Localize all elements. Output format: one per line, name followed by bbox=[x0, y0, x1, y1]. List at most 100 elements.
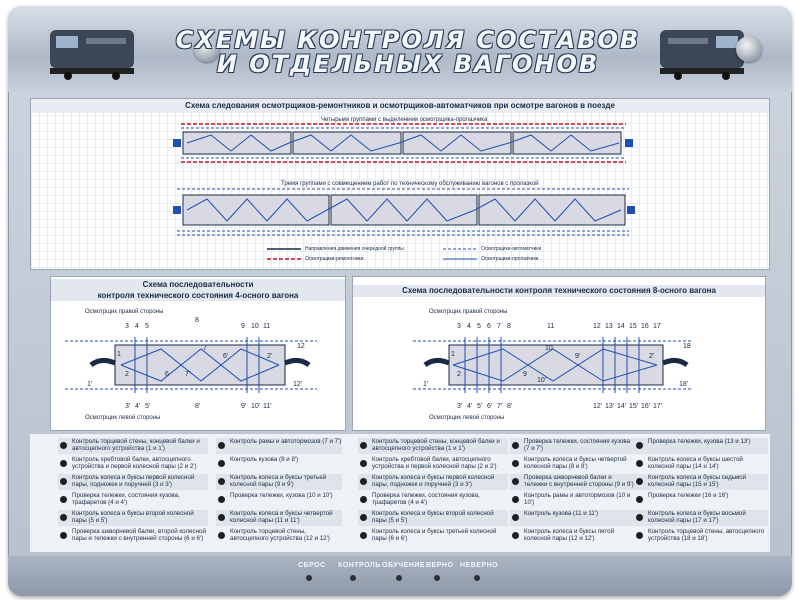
legend-item: Проверка тележки, состояния кузова (7 и … bbox=[510, 438, 634, 454]
legend-item: Контроль колеса и буксы восьмой колесной… bbox=[634, 510, 768, 526]
legend-item: Проверка шкворневой балки, второй колесн… bbox=[58, 528, 208, 544]
eight-axle-num-15: 15 bbox=[629, 323, 637, 330]
bullet-icon bbox=[60, 478, 67, 485]
legend-repair-text: Осмотрщики-ремонтники bbox=[305, 256, 364, 262]
eight-axle-num-2p: 2' bbox=[649, 353, 655, 360]
bullet-icon bbox=[60, 514, 67, 521]
eight-axle-wagon-panel: Схема последовательности контроля технич… bbox=[352, 276, 766, 431]
bullet-icon bbox=[60, 496, 67, 503]
bullet-icon bbox=[636, 478, 643, 485]
eight-axle-num-4: 4 bbox=[467, 323, 471, 330]
bullet-icon bbox=[512, 442, 519, 449]
training-button[interactable]: ОБУЧЕНИЕ bbox=[382, 562, 425, 569]
legend-item: Проверка тележки, кузова (10 и 10') bbox=[216, 492, 342, 508]
bullet-icon bbox=[218, 514, 225, 521]
eight-axle-right-side-label: Осмотрщик правой стороны bbox=[429, 309, 508, 315]
legend-item: Контроль рамы и автотормозов (10 и 10') bbox=[510, 492, 634, 508]
eight-axle-num-1: 1 bbox=[451, 351, 455, 358]
correct-button[interactable]: ВЕРНО bbox=[426, 562, 454, 569]
bullet-icon bbox=[218, 478, 225, 485]
eight-axle-num-7p: 7' bbox=[497, 403, 503, 410]
legend-automation-text: Осмотрщики-автоматчики bbox=[481, 246, 542, 252]
locomotive-right-image bbox=[660, 30, 744, 80]
incorrect-indicator-icon bbox=[474, 575, 480, 581]
bullet-icon bbox=[218, 532, 225, 539]
eight-axle-diagram bbox=[413, 337, 693, 393]
four-axle-num-10: 10 bbox=[251, 323, 259, 330]
bullet-icon bbox=[360, 478, 367, 485]
legend-item: Контроль торцевой стены, автосцепного ус… bbox=[216, 528, 342, 544]
four-axle-num-5: 5 bbox=[145, 323, 149, 330]
eight-axle-num-17p: 17' bbox=[653, 403, 663, 410]
eight-axle-num-3: 3 bbox=[457, 323, 461, 330]
bullet-icon bbox=[218, 442, 225, 449]
bullet-icon bbox=[512, 532, 519, 539]
legend-item: Контроль хребтовой балки, автосцепного у… bbox=[358, 456, 508, 472]
bullet-icon bbox=[636, 460, 643, 467]
legend-item: Контроль колеса и буксы третьей колесной… bbox=[358, 528, 508, 544]
legend-item: Контроль кузова (11 и 11') bbox=[510, 510, 634, 526]
legend-item: Контроль колеса и буксы второй колесной … bbox=[58, 510, 208, 526]
eight-axle-num-7: 7 bbox=[497, 323, 501, 330]
header: СХЕМЫ КОНТРОЛЯ СОСТАВОВ И ОТДЕЛЬНЫХ ВАГО… bbox=[8, 6, 792, 92]
bullet-icon bbox=[512, 496, 519, 503]
locomotive-left-image bbox=[50, 30, 134, 80]
eight-axle-num-16: 16 bbox=[641, 323, 649, 330]
four-axle-num-9p: 9' bbox=[241, 403, 247, 410]
four-car-train bbox=[173, 123, 633, 163]
four-axle-num-1p: 1' bbox=[87, 381, 93, 388]
eight-axle-num-13: 13 bbox=[605, 323, 613, 330]
correct-indicator-icon bbox=[434, 575, 440, 581]
four-axle-num-8p: 8' bbox=[195, 403, 201, 410]
eight-axle-num-12: 12 bbox=[593, 323, 601, 330]
eight-axle-num-5: 5 bbox=[477, 323, 481, 330]
four-axle-num-11: 11 bbox=[263, 323, 271, 330]
bullet-icon bbox=[512, 478, 519, 485]
bullet-icon bbox=[360, 442, 367, 449]
legend-item: Контроль торцевой стены, автосцепного ус… bbox=[634, 528, 768, 544]
eight-axle-num-3p: 3' bbox=[457, 403, 463, 410]
bullet-icon bbox=[636, 514, 643, 521]
control-button[interactable]: КОНТРОЛЬ bbox=[338, 562, 381, 569]
training-indicator-icon bbox=[396, 575, 402, 581]
four-axle-num-10p: 10' bbox=[251, 403, 261, 410]
legend-item: Контроль рамы и автотормозов (7 и 7') bbox=[216, 438, 342, 454]
legend-item: Контроль колеса и буксы седьмой колесной… bbox=[634, 474, 768, 490]
four-axle-num-1: 1 bbox=[117, 351, 121, 358]
legend-item: Контроль колеса и буксы третьей колесной… bbox=[216, 474, 342, 490]
four-axle-num-11p: 11' bbox=[263, 403, 272, 410]
eight-axle-left-side-label: Осмотрщик левой стороны bbox=[429, 415, 505, 421]
four-axle-num-3: 3 bbox=[125, 323, 129, 330]
train-scheme-title: Схема следования осмотрщиков-ремонтников… bbox=[31, 99, 769, 113]
legend-item: Контроль колеса и буксы пятой колесной п… bbox=[510, 528, 634, 544]
four-axle-num-4p: 4' bbox=[135, 403, 141, 410]
four-axle-num-5p: 5' bbox=[145, 403, 151, 410]
eight-axle-num-6p: 6' bbox=[487, 403, 493, 410]
legend-item: Проверка шкворневой балки и тележки с вн… bbox=[510, 474, 634, 490]
legend-item: Контроль колеса и буксы первой колесной … bbox=[58, 474, 208, 490]
bullet-icon bbox=[218, 460, 225, 467]
four-axle-title-line-2: контроля технического состояния 4-осного… bbox=[97, 291, 299, 300]
eight-axle-num-9: 9 bbox=[523, 371, 527, 378]
reset-button[interactable]: СБРОС bbox=[298, 562, 326, 569]
four-axle-diagram bbox=[65, 337, 317, 393]
incorrect-button[interactable]: НЕВЕРНО bbox=[460, 562, 499, 569]
four-axle-num-12p: 12' bbox=[293, 381, 303, 388]
four-axle-num-2: 2 bbox=[125, 371, 129, 378]
title-line-2: И ОТДЕЛЬНЫХ ВАГОНОВ bbox=[216, 50, 600, 78]
legend-item: Контроль кузова (8 и 8') bbox=[216, 456, 342, 472]
bullet-icon bbox=[636, 532, 643, 539]
eight-axle-num-14p: 14' bbox=[617, 403, 627, 410]
legend-item: Контроль колеса и буксы четвертой колесн… bbox=[216, 510, 342, 526]
inspection-steps-legend: Контроль торцевой стены, концевой балки … bbox=[30, 434, 770, 552]
legend-item: Контроль колеса и буксы шестой колесной … bbox=[634, 456, 768, 472]
bullet-icon bbox=[360, 496, 367, 503]
four-axle-num-9: 9 bbox=[241, 323, 245, 330]
four-groups-label: Четырьмя группами с выделением осмотрщик… bbox=[321, 117, 488, 123]
legend-crawler-text: Осмотрщики-пролазчики bbox=[481, 256, 539, 262]
legend-direction-text: Направления движения очередной группы bbox=[305, 246, 404, 252]
bullet-icon bbox=[360, 514, 367, 521]
legend-item: Контроль торцевой стены, концевой балки … bbox=[58, 438, 208, 454]
four-axle-num-2p: 2' bbox=[267, 353, 273, 360]
bullet-icon bbox=[636, 442, 643, 449]
